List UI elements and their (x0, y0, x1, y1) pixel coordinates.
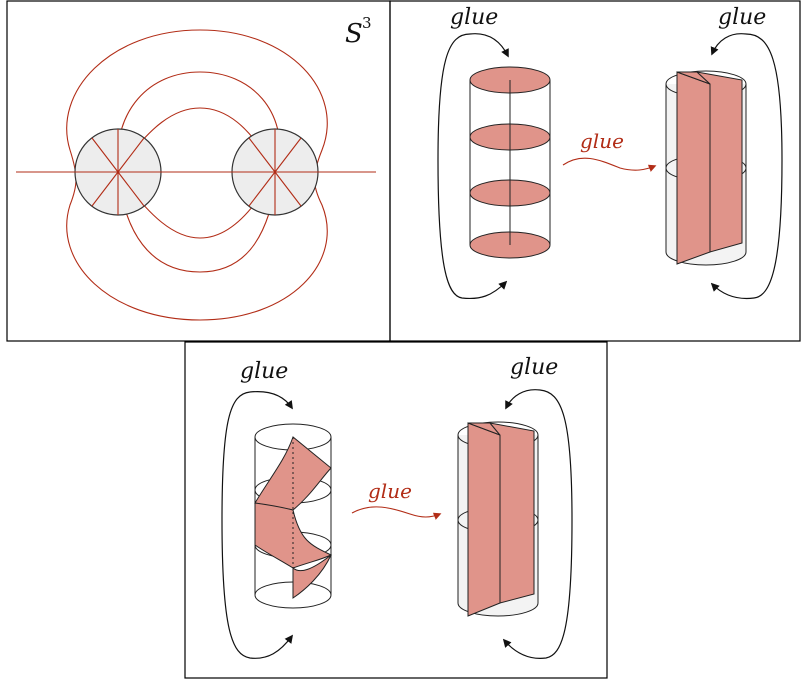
glue-label-top-right: glue (718, 5, 766, 30)
panel-top-right: glue glue glue (389, 0, 801, 342)
bottom-glue-arrow-right-top (505, 389, 541, 410)
outer-loop-curve (66, 29, 328, 321)
cylinder-with-disks (469, 66, 551, 259)
bottom-cylinder-with-sheet (457, 421, 539, 617)
panel-s3-link: S 3 (6, 0, 391, 342)
glue-arrow-left (437, 33, 508, 300)
panel-frame-bottom (184, 341, 608, 679)
cylinder-with-helicoid (254, 423, 333, 609)
glue-label-bottom-right: glue (510, 355, 558, 380)
glue-label-middle: glue (580, 129, 624, 153)
sheet-front-left (676, 71, 711, 265)
sheet-back-right (695, 71, 743, 253)
glue-arrow-right (710, 33, 783, 300)
bottom-glue-arrow-left-top (249, 391, 293, 410)
glue-arrow-left-top (469, 33, 509, 58)
s3-label: S (345, 19, 363, 49)
glue-label-top-left: glue (450, 5, 498, 30)
s3-superscript: 3 (362, 14, 372, 32)
bottom-glue-arrow-middle (351, 506, 442, 520)
glue-arrow-right-top (710, 33, 747, 56)
helicoid-lower (292, 554, 332, 599)
glue-arrow-middle (562, 157, 657, 172)
panel-bottom: glue glue glue (184, 341, 608, 679)
right-ball-spokes (248, 129, 302, 215)
glue-label-bottom-left: glue (240, 359, 288, 384)
bottom-glue-arrow-right (502, 389, 573, 659)
glue-label-bottom-middle: glue (368, 479, 412, 503)
bottom-sheet-front-left (467, 422, 501, 617)
bottom-glue-arrow-left (221, 391, 294, 659)
panel-frame-top-left (6, 0, 391, 342)
left-ball-spokes (91, 129, 145, 215)
bottom-sheet-back-right (488, 422, 535, 604)
cylinder-with-sheet (665, 70, 747, 266)
panel-frame-top-right (389, 0, 801, 342)
